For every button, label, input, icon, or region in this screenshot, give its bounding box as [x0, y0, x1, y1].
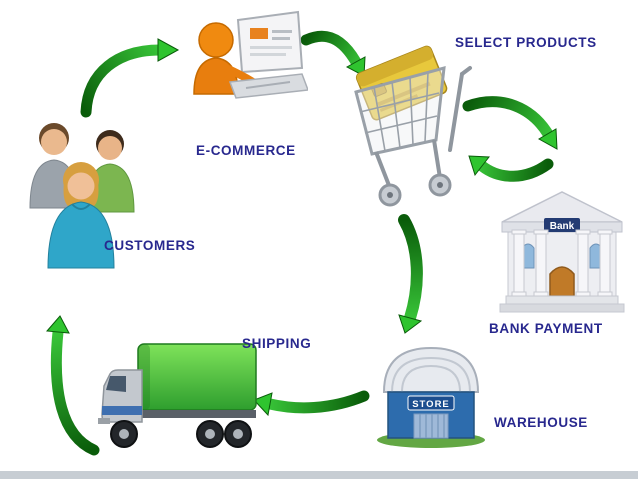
- ecommerce-label: E-COMMERCE: [196, 143, 296, 158]
- warehouse-label: WAREHOUSE: [494, 415, 588, 430]
- delivery-truck-icon: [98, 343, 257, 448]
- arrow-customers-to-ecommerce: [80, 38, 180, 118]
- arrow-ecommerce-to-cart: [300, 30, 366, 77]
- ecommerce-illustration: [186, 6, 310, 134]
- arrow-warehouse-to-shipping: [253, 390, 370, 417]
- select-products-label: SELECT PRODUCTS: [455, 35, 597, 50]
- bank-payment-label: BANK PAYMENT: [489, 321, 603, 336]
- bank-sign-text: Bank: [550, 221, 575, 232]
- arrow-bank-to-cart: [468, 155, 554, 182]
- warehouse-building-icon: STORE: [377, 346, 485, 448]
- slide-footer-strip: [0, 471, 638, 479]
- shopping-cart-icon: [354, 45, 472, 207]
- customers-illustration: [18, 108, 146, 280]
- warehouse-sign-text: STORE: [412, 399, 450, 410]
- warehouse-illustration: STORE: [372, 334, 490, 452]
- people-group-icon: [29, 123, 135, 269]
- shipping-illustration: [96, 336, 264, 458]
- bank-illustration: Bank: [494, 186, 630, 318]
- select-products-illustration: [350, 38, 475, 216]
- arrow-cart-to-bank: [462, 96, 558, 150]
- arrow-cart-to-warehouse: [398, 214, 423, 334]
- arrow-shipping-to-customers: [45, 315, 100, 456]
- customers-label: CUSTOMERS: [104, 238, 196, 253]
- bank-building-icon: Bank: [499, 191, 625, 313]
- shipping-label: SHIPPING: [242, 336, 312, 351]
- person-at-laptop-icon: [193, 10, 310, 99]
